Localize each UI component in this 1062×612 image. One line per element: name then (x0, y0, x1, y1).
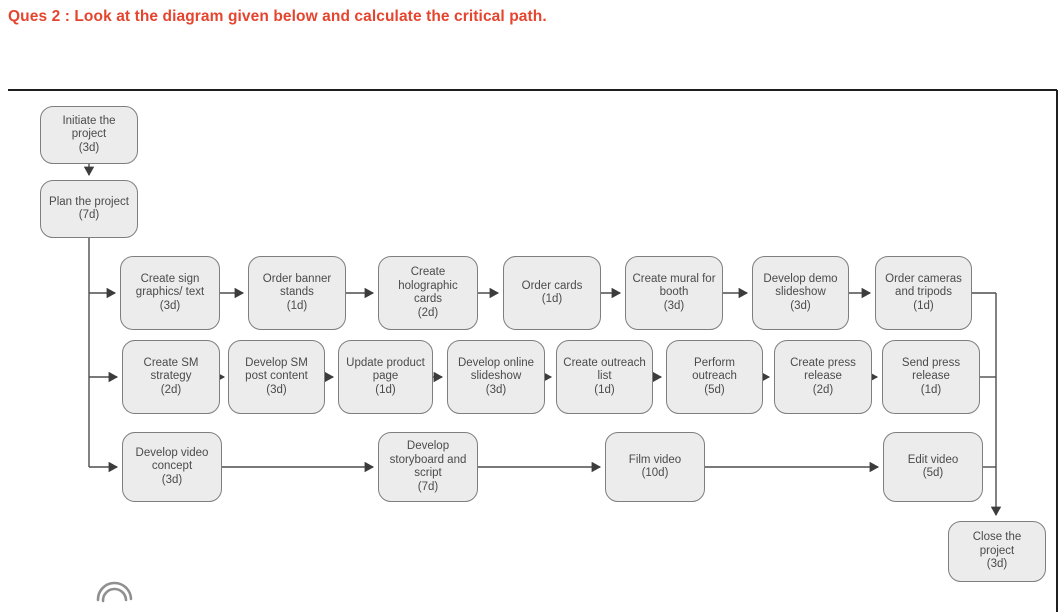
node-develop-sm-post-content: Develop SM post content (3d) (228, 340, 325, 414)
node-create-outreach-list: Create outreach list (1d) (556, 340, 653, 414)
node-label: Develop storyboard and script (389, 440, 467, 479)
node-label: Update product page (346, 356, 425, 383)
node-label: Develop online slideshow (457, 356, 535, 383)
node-label: Order cards (521, 279, 583, 292)
node-duration: (5d) (704, 383, 725, 396)
node-duration: (1d) (913, 299, 934, 312)
node-duration: (2d) (417, 306, 439, 319)
node-order-banner-stands: Order banner stands (1d) (248, 256, 346, 330)
node-duration: (7d) (78, 209, 100, 221)
node-develop-video-concept: Develop video concept (3d) (122, 432, 222, 502)
node-label: Film video (628, 453, 682, 466)
node-duration: (1d) (920, 383, 942, 396)
node-plan-the-project: Plan the project (7d) (40, 180, 138, 238)
node-duration: (10d) (641, 467, 669, 479)
node-create-press-release: Create press release (2d) (774, 340, 872, 414)
node-duration: (2d) (812, 383, 834, 396)
node-create-mural-for-booth: Create mural for booth (3d) (625, 256, 723, 330)
node-duration: (3d) (986, 558, 1008, 571)
node-label: Perform outreach (692, 356, 737, 383)
node-label: Create press release (790, 356, 856, 383)
node-label: Create sign graphics/ text (135, 272, 205, 299)
node-order-cards: Order cards (1d) (503, 256, 601, 330)
node-update-product-page: Update product page (1d) (338, 340, 433, 414)
node-duration: (5d) (922, 467, 944, 479)
node-label: Close the project (972, 531, 1022, 557)
node-send-press-release: Send press release (1d) (882, 340, 980, 414)
node-label: Order cameras and tripods (885, 272, 962, 299)
node-label: Initiate the project (62, 114, 116, 141)
node-duration: (3d) (159, 299, 181, 312)
node-duration: (3d) (161, 473, 183, 486)
diagram-frame (8, 89, 1058, 612)
node-develop-storyboard-and-script: Develop storyboard and script (7d) (378, 432, 478, 502)
question-title: Ques 2 : Look at the diagram given below… (8, 8, 547, 25)
node-create-sign-graphics-text: Create sign graphics/ text (3d) (120, 256, 220, 330)
node-duration: (1d) (375, 383, 396, 396)
node-label: Edit video (907, 453, 959, 466)
node-label: Create holographic cards (398, 266, 458, 305)
node-develop-online-slideshow: Develop online slideshow (3d) (447, 340, 545, 414)
node-duration: (7d) (417, 480, 439, 493)
node-label: Plan the project (49, 195, 129, 208)
connectors (83, 164, 1002, 517)
node-order-cameras-and-tripods: Order cameras and tripods (1d) (875, 256, 972, 330)
partial-circle-logo-icon (96, 581, 133, 603)
node-edit-video: Edit video (5d) (883, 432, 983, 502)
node-duration: (1d) (594, 383, 615, 396)
node-duration: (3d) (266, 383, 287, 396)
node-develop-demo-slideshow: Develop demo slideshow (3d) (752, 256, 849, 330)
node-label: Develop SM post content (245, 356, 308, 383)
node-duration: (1d) (541, 293, 563, 305)
node-label: Create SM strategy (143, 356, 199, 383)
node-initiate-the-project: Initiate the project (3d) (40, 106, 138, 164)
node-film-video: Film video (10d) (605, 432, 705, 502)
node-label: Create mural for booth (632, 272, 716, 299)
node-duration: (1d) (286, 299, 308, 312)
node-label: Develop demo slideshow (763, 272, 838, 299)
node-duration: (2d) (160, 383, 182, 396)
node-duration: (3d) (485, 383, 507, 396)
node-create-holographic-cards: Create holographic cards (2d) (378, 256, 478, 330)
node-duration: (3d) (78, 141, 100, 154)
node-label: Create outreach list (563, 356, 646, 383)
node-label: Develop video concept (135, 446, 209, 473)
node-duration: (3d) (663, 299, 685, 312)
node-perform-outreach: Perform outreach (5d) (666, 340, 763, 414)
node-duration: (3d) (790, 299, 811, 312)
node-close-the-project: Close the project (3d) (948, 521, 1046, 582)
node-create-sm-strategy: Create SM strategy (2d) (122, 340, 220, 414)
node-label: Order banner stands (262, 272, 332, 299)
node-label: Send press release (901, 356, 961, 383)
